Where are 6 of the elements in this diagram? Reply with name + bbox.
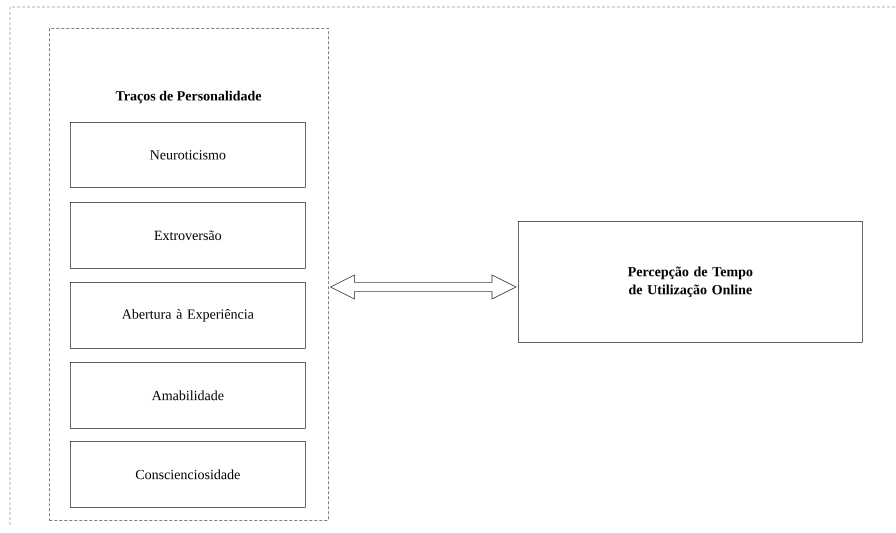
text-box: Extroversão [70,202,306,269]
text-box: Percepção de Tempo de Utilização Online [518,221,863,343]
text-box: Conscienciosidade [70,441,306,508]
text-box: Amabilidade [70,362,306,429]
text-box: Abertura à Experiência [70,282,306,349]
text-box: Neuroticismo [70,122,306,188]
